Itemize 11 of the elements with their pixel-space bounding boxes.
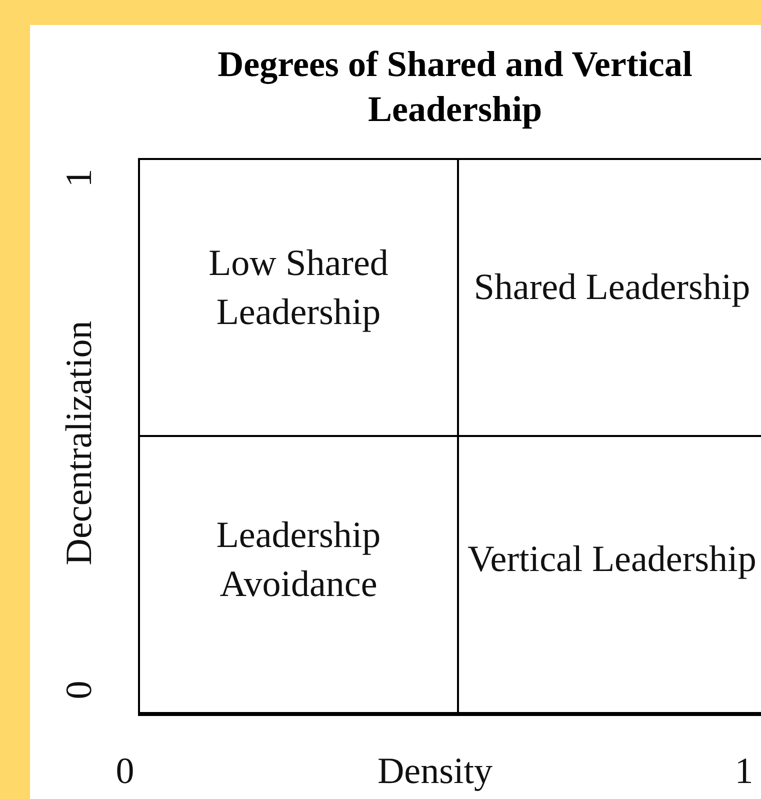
y-axis-label: Decentralization: [60, 320, 100, 566]
quadrant-label: Low Shared Leadership: [208, 242, 390, 334]
quadrant-label: Vertical Leadership: [468, 538, 756, 582]
x-axis-label: 0: [116, 752, 134, 792]
quadrant-label: Shared Leadership: [474, 266, 750, 310]
y-axis-label: 1: [60, 168, 100, 188]
x-axis-label: Density: [377, 752, 493, 792]
y-axis-label: 0: [60, 680, 100, 700]
quadrant-label: Leadership Avoidance: [215, 514, 382, 606]
diagram-title: Degrees of Shared and Vertical Leadership: [216, 43, 694, 131]
x-axis-label: 1: [734, 752, 754, 792]
